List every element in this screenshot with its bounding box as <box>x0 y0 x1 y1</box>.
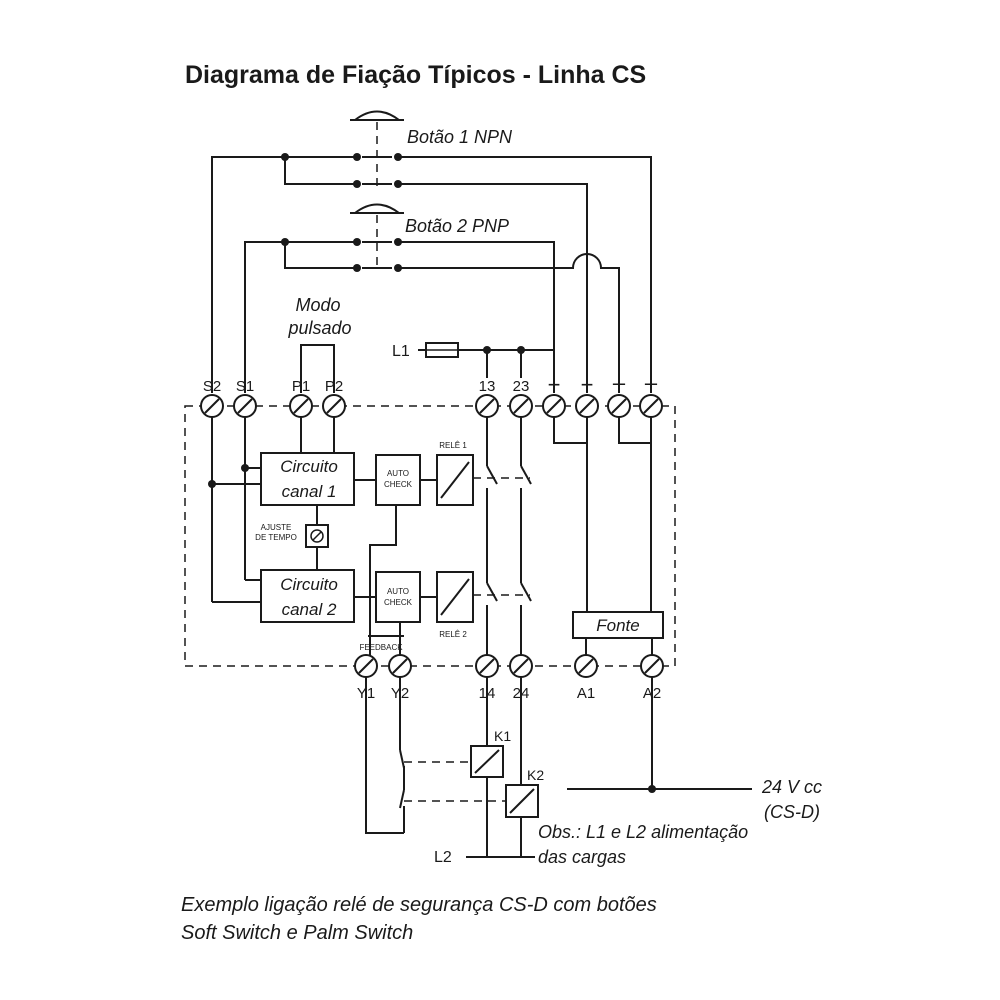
contactor-k1: K1 <box>470 728 511 778</box>
terminal-screw-s2 <box>200 394 224 418</box>
bottom-terminal-row <box>354 654 664 678</box>
diagram-title: Diagrama de Fiação Típicos - Linha CS <box>185 61 646 89</box>
relay-2-coil: RELÊ 2 <box>436 571 474 639</box>
mode-label-line2: pulsado <box>287 318 351 338</box>
relay-2-label: RELÊ 2 <box>439 630 467 639</box>
terminal-screw-p2 <box>322 394 346 418</box>
terminal-screw-13 <box>475 394 499 418</box>
time-adjust-line2: DE TEMPO <box>255 533 297 542</box>
terminal-label-s1: S1 <box>236 378 254 395</box>
relay-1-label: RELÊ 1 <box>439 441 467 450</box>
feedback-label: FEEDBACK <box>359 643 403 652</box>
button-2-label: Botão 2 PNP <box>405 216 509 236</box>
circuit-channel-2: Circuito canal 2 <box>260 569 355 623</box>
power-supply-block: Fonte <box>572 611 664 639</box>
terminal-screw-y2 <box>388 654 412 678</box>
note-line1: Obs.: L1 e L2 alimentação <box>538 822 748 842</box>
button-1-npn <box>350 110 404 188</box>
terminal-screw-14 <box>475 654 499 678</box>
device-outline <box>184 405 676 667</box>
relay-1-coil: RELÊ 1 <box>436 441 474 506</box>
external-wiring <box>365 677 752 858</box>
fuse-l1 <box>418 342 554 378</box>
terminal-label-23: 23 <box>513 378 530 395</box>
terminal-screw-y1 <box>354 654 378 678</box>
relay-contacts <box>473 417 532 655</box>
terminal-screw-24 <box>509 654 533 678</box>
button-1-label: Botão 1 NPN <box>407 127 513 147</box>
autocheck-1-line1: AUTO <box>387 469 409 478</box>
terminal-screw-plus-1 <box>542 394 566 418</box>
contactor-k2-label: K2 <box>527 767 544 783</box>
terminal-screw-plus-2 <box>575 394 599 418</box>
terminal-screw-a1 <box>574 654 598 678</box>
circuit-1-line1: Circuito <box>280 457 338 476</box>
fuse-l1-label: L1 <box>392 343 410 360</box>
circuit-2-line2: canal 2 <box>282 600 337 619</box>
terminal-screw-p1 <box>289 394 313 418</box>
bottom-terminal-labels: Y1 Y2 14 24 A1 A2 <box>357 685 661 702</box>
note-line2: das cargas <box>538 847 626 867</box>
contactor-k2: K2 <box>505 767 544 818</box>
terminal-label-p2: P2 <box>325 378 343 395</box>
time-adjust-line1: AJUSTE <box>261 523 292 532</box>
autocheck-2: AUTO CHECK <box>375 571 421 623</box>
l2-label: L2 <box>434 849 452 866</box>
contactor-k1-label: K1 <box>494 728 511 744</box>
autocheck-1-line2: CHECK <box>384 480 413 489</box>
terminal-screw-minus-2 <box>639 394 663 418</box>
circuit-channel-1: Circuito canal 1 <box>260 452 355 506</box>
supply-label-line1: 24 V cc <box>761 777 822 797</box>
top-terminal-labels: S2 S1 P1 P2 13 23 + + – – <box>203 370 658 397</box>
autocheck-1: AUTO CHECK <box>375 454 421 506</box>
terminal-label-13: 13 <box>479 378 496 395</box>
terminal-label-a1: A1 <box>577 685 595 702</box>
button-2-pnp <box>350 203 404 272</box>
terminal-label-p1: P1 <box>292 378 310 395</box>
terminal-label-minus-2: – <box>645 370 658 395</box>
mode-jumper <box>300 344 335 393</box>
terminal-screw-23 <box>509 394 533 418</box>
caption-line1: Exemplo ligação relé de segurança CS-D c… <box>181 894 657 916</box>
terminal-label-s2: S2 <box>203 378 221 395</box>
time-adjust: AJUSTE DE TEMPO <box>255 523 329 548</box>
caption-line2: Soft Switch e Palm Switch <box>181 922 413 944</box>
terminal-label-plus-1: + <box>548 372 561 397</box>
supply-label-line2: (CS-D) <box>764 802 820 822</box>
terminal-label-plus-2: + <box>581 372 594 397</box>
circuit-1-line2: canal 1 <box>282 482 337 501</box>
mode-label-line1: Modo <box>295 295 340 315</box>
autocheck-2-line2: CHECK <box>384 598 413 607</box>
autocheck-2-line1: AUTO <box>387 587 409 596</box>
terminal-screw-s1 <box>233 394 257 418</box>
internal-wiring <box>208 417 653 655</box>
terminal-screw-minus-1 <box>607 394 631 418</box>
button-wiring <box>211 153 652 393</box>
terminal-screw-a2 <box>640 654 664 678</box>
terminal-label-minus-1: – <box>613 370 626 395</box>
circuit-2-line1: Circuito <box>280 575 338 594</box>
power-supply-label: Fonte <box>596 616 639 635</box>
